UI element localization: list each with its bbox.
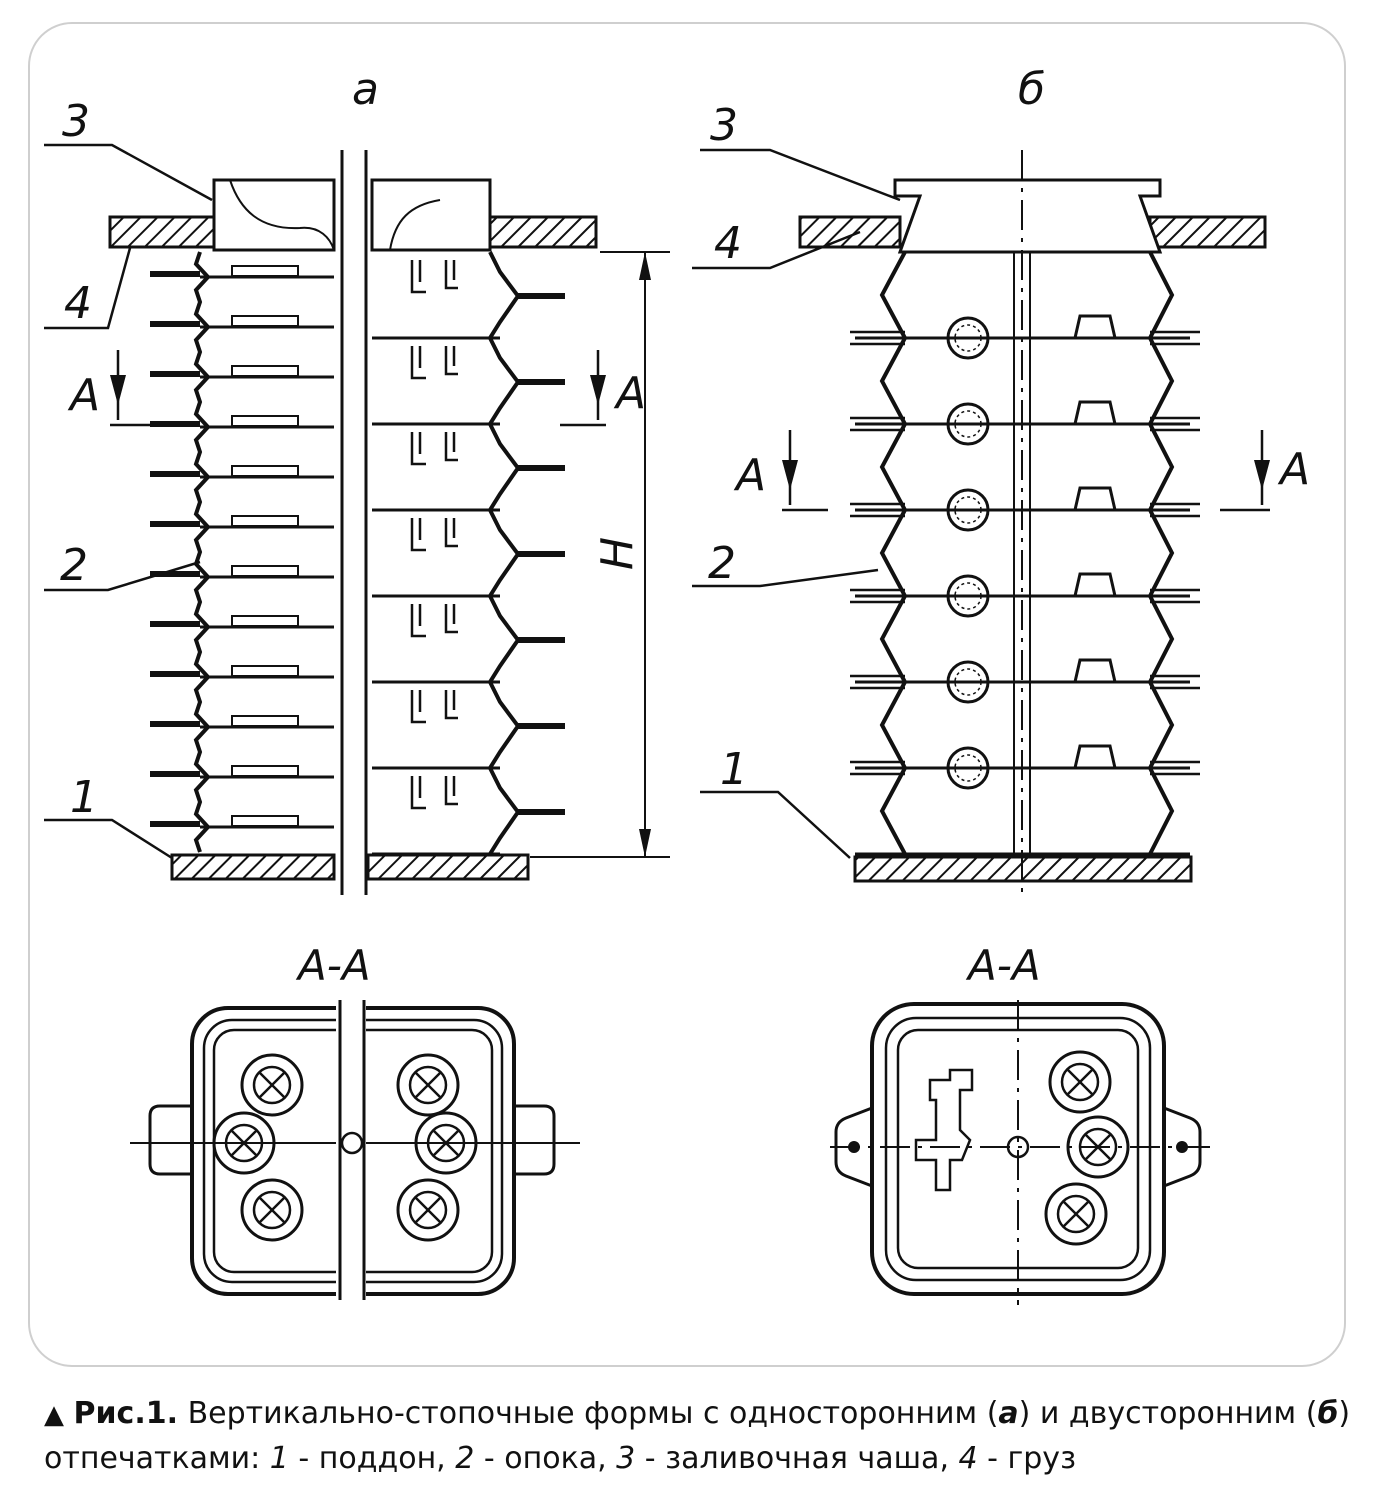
panel-a-vertical-stack: H а 3 4 2 1 А А	[44, 64, 670, 895]
callout-b-2: 2	[708, 538, 736, 589]
weight-right	[488, 215, 598, 249]
section-title-a: А-А	[295, 941, 371, 990]
section-marker-a-right: А	[613, 368, 646, 419]
caption-n1: 1	[269, 1441, 289, 1476]
callout-b-4: 4	[714, 218, 742, 269]
caption-t3: - заливочная чаша,	[635, 1441, 959, 1476]
pouring-cup-right	[370, 178, 492, 252]
callout-a-4: 4	[64, 278, 92, 329]
caption-text-1: Вертикально-стопочные формы с односторон…	[187, 1396, 999, 1431]
caption-n2: 2	[455, 1441, 475, 1476]
height-dimension-label: H	[592, 537, 643, 570]
callout-b-1: 1	[720, 744, 748, 795]
pallet-left	[170, 853, 336, 881]
caption-t4: - груз	[977, 1441, 1077, 1476]
panel-b-label: б	[1018, 64, 1045, 115]
callout-a-1: 1	[70, 772, 98, 823]
figure-frame	[28, 22, 1346, 1367]
panel-b-vertical-stack: б 3 4 2 1 А А	[692, 64, 1310, 900]
callout-a-2: 2	[60, 540, 88, 591]
section-a-a-right: А-А	[830, 941, 1210, 1305]
caption-n4: 4	[958, 1441, 978, 1476]
technical-drawing: H а 3 4 2 1 А А б 3 4 2 1 А	[44, 64, 1310, 1305]
caption-text-2: ) и двусторонним (	[1018, 1396, 1318, 1431]
weight-b-right	[1148, 215, 1267, 249]
caption-b-ref: б	[1317, 1396, 1339, 1431]
weight-b-left	[798, 215, 902, 249]
caption-n3: 3	[616, 1441, 636, 1476]
caption-t1: - поддон,	[288, 1441, 456, 1476]
figure-caption: ▲ Рис.1. Вертикально-стопочные формы с о…	[44, 1392, 1354, 1481]
panel-a-label: а	[352, 64, 379, 115]
section-marker-b-left: А	[733, 450, 766, 501]
callout-a-3: 3	[62, 96, 90, 147]
caption-marker: ▲	[44, 1400, 64, 1430]
weight-left	[108, 215, 216, 249]
pallet-right	[366, 853, 530, 881]
pouring-cup-b	[893, 178, 1163, 254]
section-marker-b-right: А	[1277, 444, 1310, 495]
callout-b-3: 3	[710, 100, 738, 151]
section-marker-a-left: А	[67, 370, 100, 421]
section-title-b: А-А	[965, 941, 1041, 990]
pouring-cup-left	[212, 178, 336, 252]
section-a-a-left: А-А	[130, 941, 580, 1300]
caption-a-ref: а	[998, 1396, 1019, 1431]
caption-label: Рис.1.	[73, 1396, 179, 1431]
caption-text-3: ) отпечатками:	[44, 1396, 1351, 1476]
caption-t2: - опока,	[474, 1441, 617, 1476]
